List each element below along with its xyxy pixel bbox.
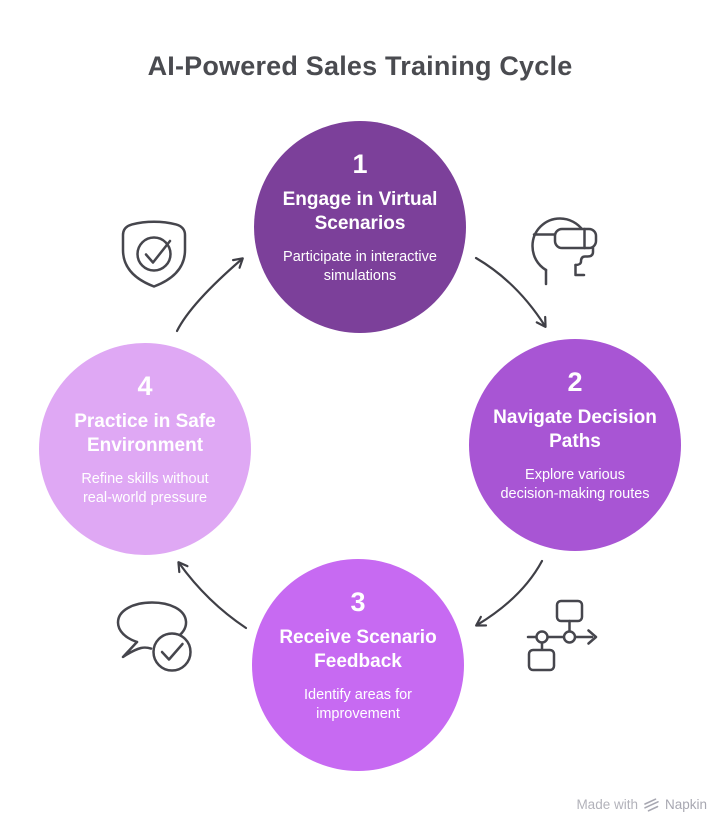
shield-check-icon [121, 220, 187, 288]
step-number: 2 [567, 367, 583, 398]
step-3-circle: 3 Receive Scenario Feedback Identify are… [252, 559, 464, 771]
step-4-content: 4 Practice in Safe Environment Refine sk… [50, 371, 240, 508]
step-heading: Engage in Virtual Scenarios [282, 188, 438, 234]
watermark-brand: Napkin [664, 797, 707, 812]
arrow-step2-to-step3 [475, 559, 544, 627]
flowchart-icon [526, 599, 598, 672]
step-2-circle: 2 Navigate Decision Paths Explore variou… [469, 339, 681, 551]
vr-headset-icon [531, 217, 598, 286]
step-heading: Receive Scenario Feedback [279, 626, 437, 672]
step-heading: Practice in Safe Environment [74, 410, 216, 456]
step-1-content: 1 Engage in Virtual Scenarios Participat… [265, 149, 455, 286]
step-number: 3 [350, 587, 366, 618]
step-description: Participate in interactive simulations [283, 248, 437, 284]
step-number: 1 [352, 149, 368, 180]
napkin-logo-icon [644, 798, 659, 812]
chat-check-icon [116, 601, 192, 672]
arrow-step1-to-step2 [474, 256, 547, 328]
arrow-step3-to-step4 [177, 561, 248, 630]
step-4-circle: 4 Practice in Safe Environment Refine sk… [39, 343, 251, 555]
step-number: 4 [137, 371, 153, 402]
napkin-watermark[interactable]: Made with Napkin [576, 796, 707, 813]
watermark-made-with: Made with [576, 797, 638, 812]
step-2-content: 2 Navigate Decision Paths Explore variou… [480, 367, 670, 504]
step-description: Identify areas for improvement [304, 686, 412, 722]
step-description: Explore various decision-making routes [500, 466, 650, 502]
step-heading: Navigate Decision Paths [493, 406, 657, 452]
step-1-circle: 1 Engage in Virtual Scenarios Participat… [254, 121, 466, 333]
arrow-step4-to-step1 [175, 257, 244, 333]
step-description: Refine skills without real-world pressur… [81, 470, 209, 506]
step-3-content: 3 Receive Scenario Feedback Identify are… [263, 587, 453, 724]
page-title: AI-Powered Sales Training Cycle [147, 51, 573, 81]
